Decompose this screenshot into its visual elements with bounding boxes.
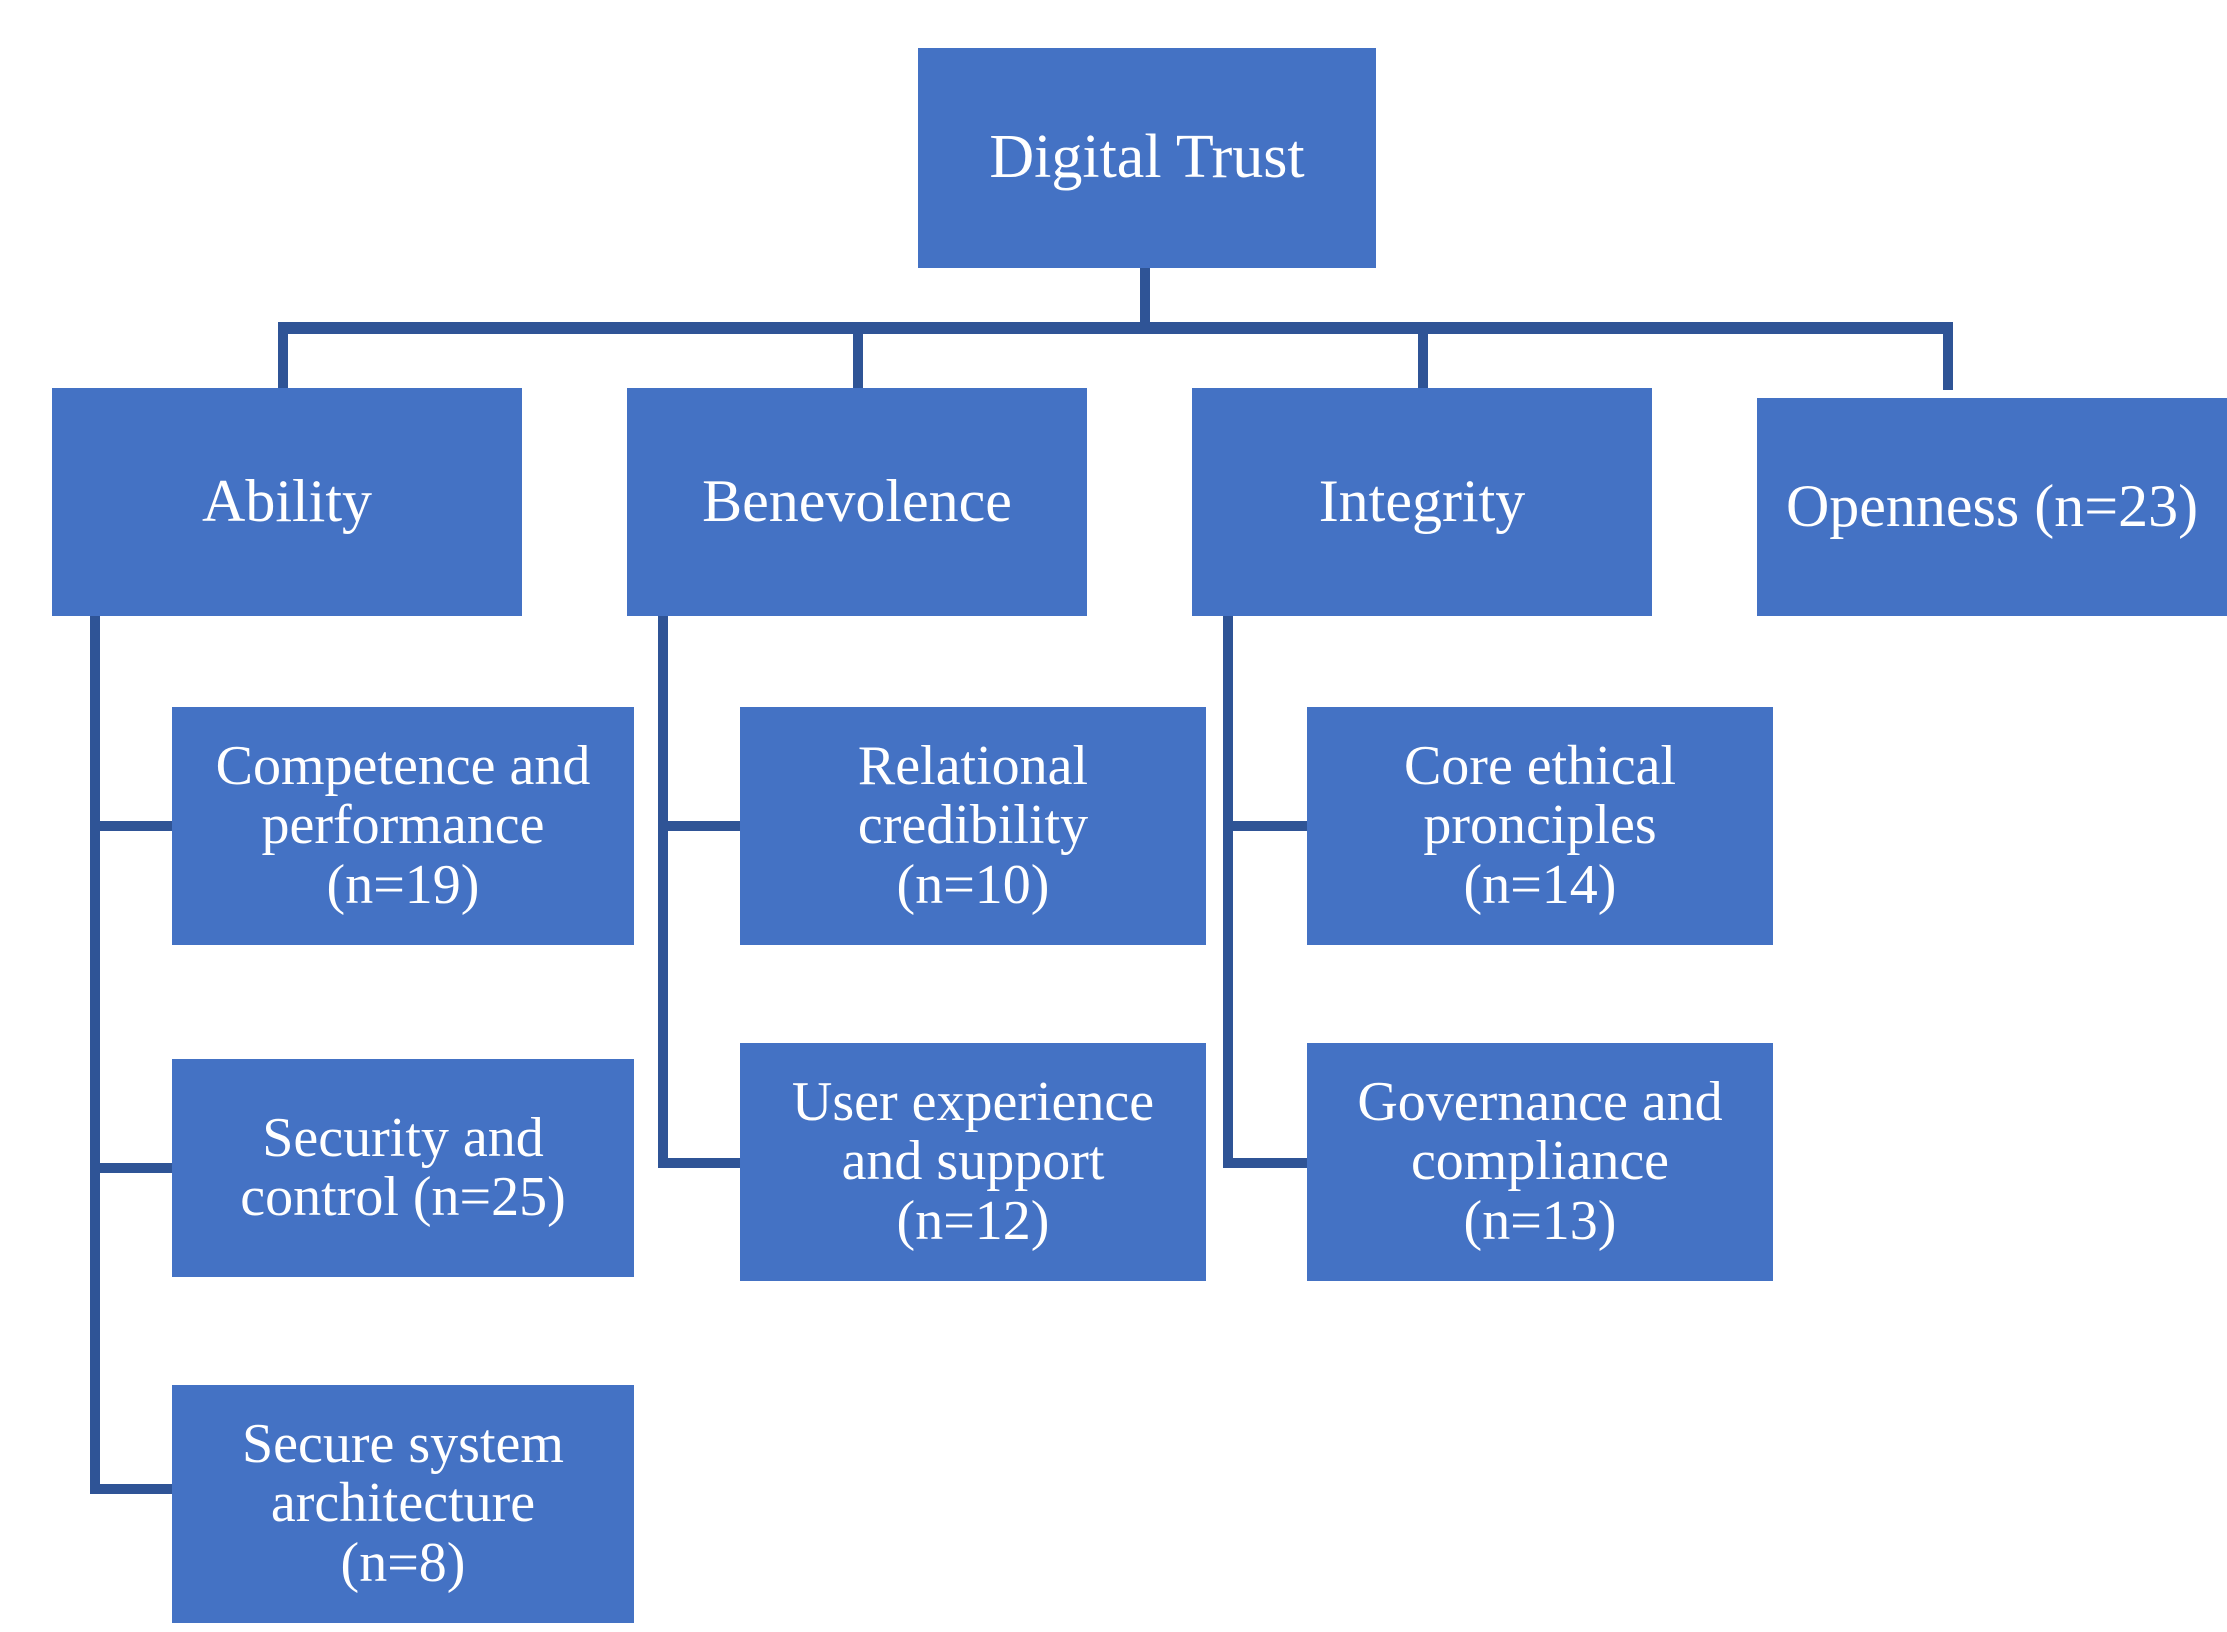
node-relational-credibility[interactable]: Relational credibility (n=10) [740,707,1206,945]
node-openness[interactable]: Openness (n=23) [1757,398,2227,616]
node-label: User experience and support (n=12) [740,1070,1206,1252]
node-user-experience-and-support[interactable]: User experience and support (n=12) [740,1043,1206,1281]
node-label-line3: (n=12) [896,1189,1050,1252]
connector-ability-stub-2 [90,1163,174,1173]
connector-integrity-stub-1 [1223,821,1307,831]
node-core-ethical-principles[interactable]: Core ethical pronciples (n=14) [1307,707,1773,945]
node-label: Governance and compliance (n=13) [1307,1070,1773,1252]
node-label-line2: credibility [857,794,1089,857]
node-label-line2: pronciples [1423,794,1657,857]
node-label: Competence and performance (n=19) [172,734,634,916]
node-label-line1: Security and [262,1106,544,1169]
node-label: Integrity [1318,468,1526,535]
node-label-line3: (n=10) [896,853,1050,916]
node-label: Benevolence [702,468,1012,535]
node-label-line3: (n=8) [340,1531,466,1594]
node-label: Openness (n=23) [1785,473,2199,540]
connector-ability-stub-3 [90,1484,174,1494]
node-label: Security and control (n=25) [172,1106,634,1228]
node-competence-and-performance[interactable]: Competence and performance (n=19) [172,707,634,945]
node-label-line1: Secure system [242,1412,564,1475]
connector-ability-spine [90,616,100,1494]
node-label-line3: (n=13) [1463,1189,1617,1252]
node-integrity[interactable]: Integrity [1192,388,1652,616]
node-label-line1: Core ethical [1403,734,1677,797]
node-label-line1: Governance and [1357,1070,1723,1133]
connector-drop-integrity [1418,322,1428,390]
connector-root-stem [1140,268,1150,330]
node-label: Secure system architecture (n=8) [172,1412,634,1594]
connector-horizontal-bus [278,322,1953,334]
node-label-line2: compliance [1410,1130,1670,1193]
node-governance-and-compliance[interactable]: Governance and compliance (n=13) [1307,1043,1773,1281]
node-label-line2: control (n=25) [240,1166,566,1228]
connector-integrity-spine [1223,616,1233,1168]
node-label: Relational credibility (n=10) [740,734,1206,916]
node-label-line2: performance [261,794,545,857]
node-security-and-control[interactable]: Security and control (n=25) [172,1059,634,1277]
connector-drop-ability [278,322,288,390]
connector-benevolence-spine [658,616,668,1168]
connector-benevolence-stub-2 [658,1158,742,1168]
node-label-line1: Relational [857,734,1089,797]
node-ability[interactable]: Ability [52,388,522,616]
node-benevolence[interactable]: Benevolence [627,388,1087,616]
node-secure-system-architecture[interactable]: Secure system architecture (n=8) [172,1385,634,1623]
node-label-line2: and support [841,1130,1105,1193]
connector-integrity-stub-2 [1223,1158,1307,1168]
node-label: Ability [201,468,372,535]
connector-ability-stub-1 [90,821,174,831]
connector-drop-openness [1943,322,1953,390]
node-label-line2: architecture [270,1472,536,1535]
node-label-line1: Competence and [215,734,591,797]
node-label-line3: (n=14) [1463,853,1617,916]
connector-drop-benevolence [853,322,863,390]
node-digital-trust[interactable]: Digital Trust [918,48,1376,268]
node-label: Digital Trust [989,123,1305,192]
connector-benevolence-stub-1 [658,821,742,831]
node-label-line3: (n=19) [326,853,480,916]
node-label-line1: User experience [791,1070,1155,1133]
node-label: Core ethical pronciples (n=14) [1307,734,1773,916]
